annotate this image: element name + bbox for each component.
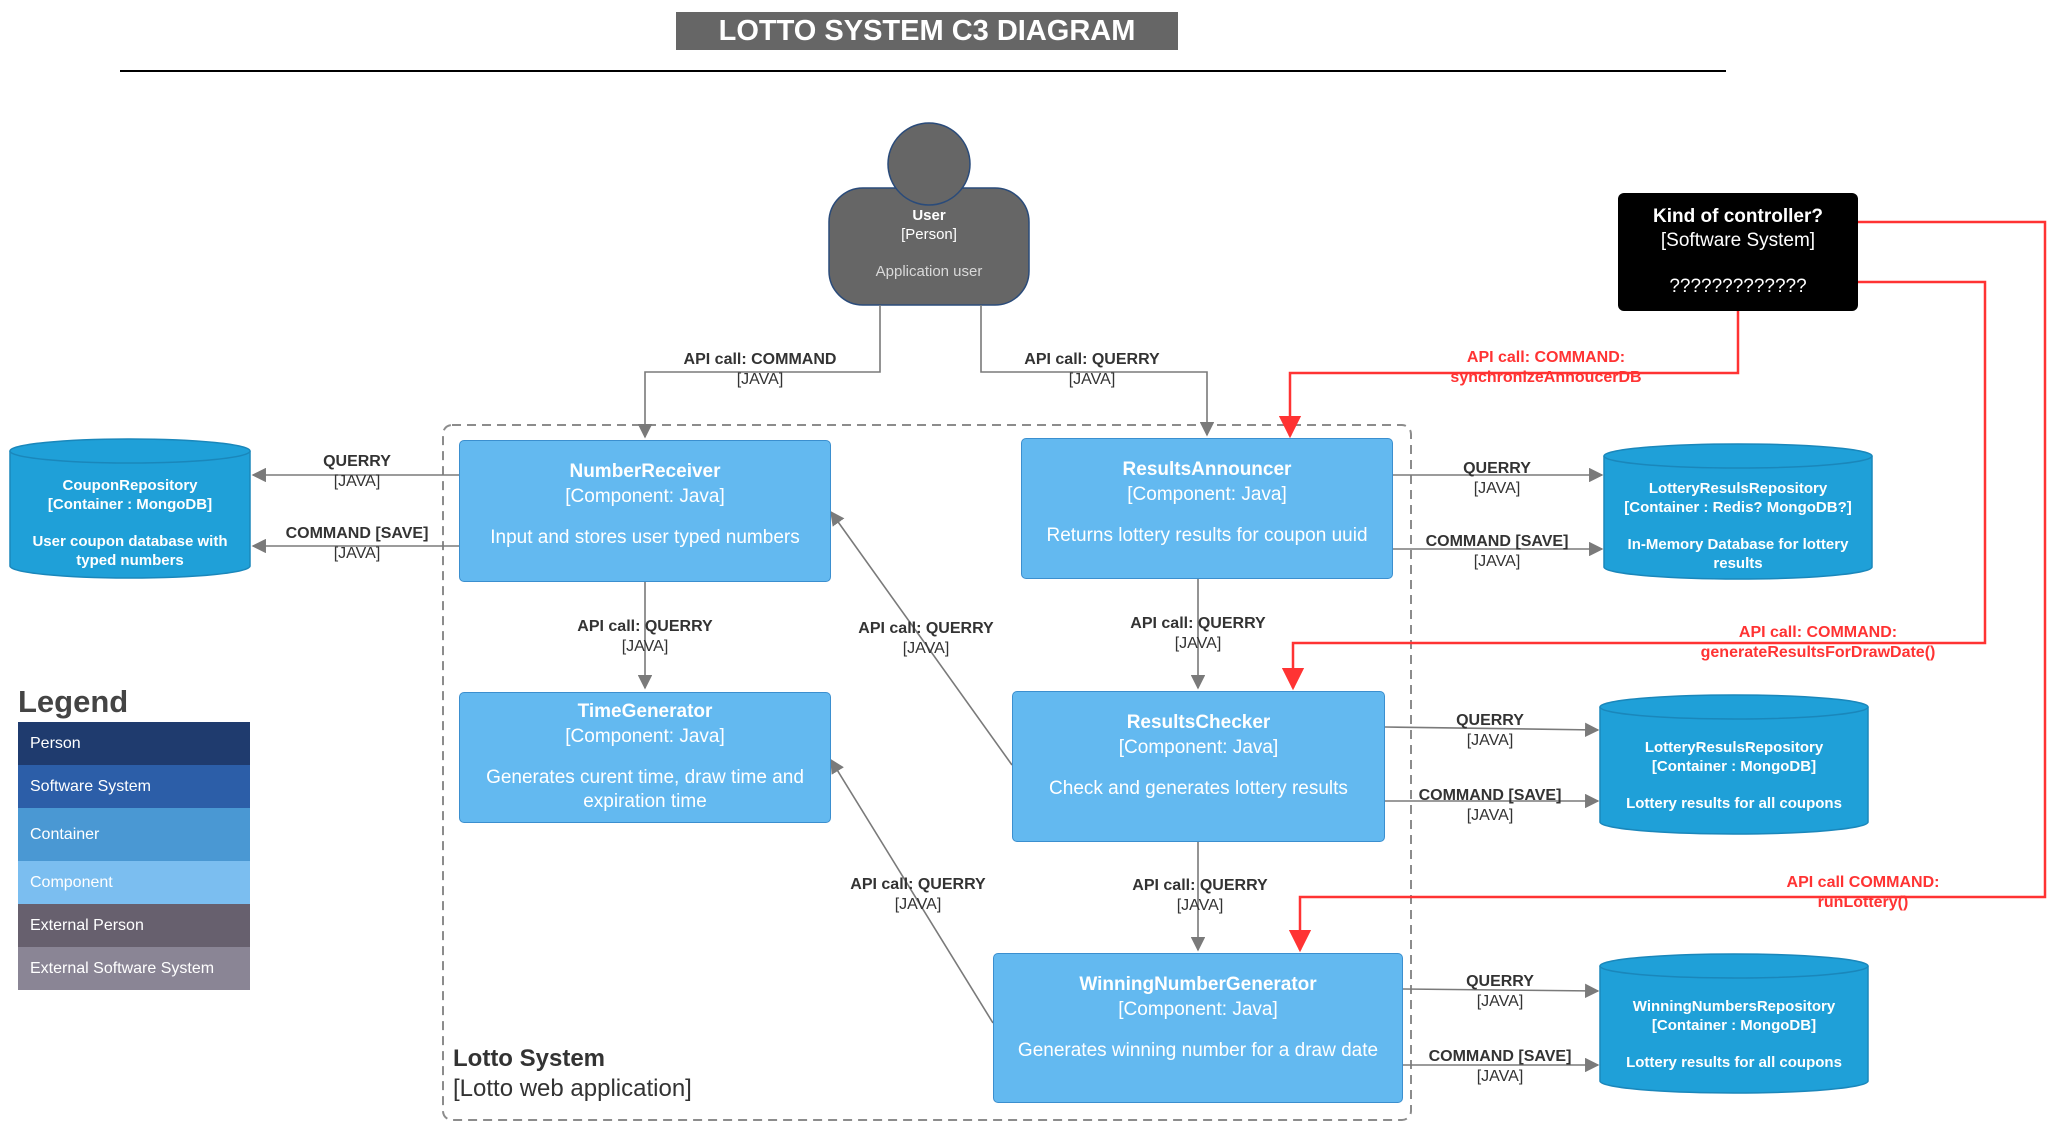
controller-type: [Software System] [1660,230,1816,251]
user-name: User [912,207,946,224]
boundary-type: [Lotto web application] [453,1075,692,1102]
results-checker-component[interactable]: ResultsChecker [Component: Java] Check a… [1012,691,1385,842]
edge-label-rc-query: QUERRY [JAVA] [1456,712,1524,749]
edge-label-ra-save: COMMAND [SAVE] [JAVA] [1425,533,1569,570]
component-description: Generates winning number for a draw date [1017,1040,1379,1061]
time-generator-component[interactable]: TimeGenerator [Component: Java] Generate… [459,692,831,823]
legend-item-software-system: Software System [18,765,250,808]
edge-label-wng-query: QUERRY [JAVA] [1466,973,1534,1010]
legend: Legend Person Software System Container … [18,684,250,990]
db-description: Lottery results for all coupons [1626,1054,1842,1071]
edge-label-rc-nr: API call: QUERRY [JAVA] [858,620,994,657]
person-head [887,122,971,206]
component-description: Input and stores user typed numbers [490,527,800,548]
component-name: NumberReceiver [569,461,721,482]
lottery-results-repository-mongo[interactable]: LotteryResulsRepository [Container : Mon… [1602,738,1866,813]
db-type: [Container : Redis? MongoDB?] [1624,499,1852,516]
legend-item-external-person: External Person [18,904,250,947]
controller-system[interactable]: Kind of controller? [Software System] ??… [1618,193,1858,311]
db-type: [Container : MongoDB] [1651,1017,1817,1034]
component-type: [Component: Java] [565,486,725,507]
edge-label-user-command: API call: COMMAND [JAVA] [683,351,837,388]
component-name: ResultsAnnouncer [1122,459,1292,480]
number-receiver-component[interactable]: NumberReceiver [Component: Java] Input a… [459,440,831,582]
edge-label-ra-query: QUERRY [JAVA] [1463,460,1531,497]
boundary-name: Lotto System [453,1045,606,1072]
component-type: [Component: Java] [1118,999,1278,1020]
controller-description: ????????????? [1669,276,1807,297]
legend-item-person: Person [18,722,250,765]
edge-label-wng-save: COMMAND [SAVE] [JAVA] [1428,1048,1572,1085]
edge-label-coupon-save: COMMAND [SAVE] [JAVA] [285,525,429,562]
db-description: User coupon database with typed numbers [32,533,228,569]
edge-label-rc-save: COMMAND [SAVE] [JAVA] [1418,787,1562,824]
results-announcer-component[interactable]: ResultsAnnouncer [Component: Java] Retur… [1021,438,1393,579]
component-type: [Component: Java] [1127,484,1287,505]
db-description: Lottery results for all coupons [1626,795,1842,812]
coupon-repository[interactable]: CouponRepository [Container : MongoDB] U… [14,476,246,570]
user-person[interactable]: User [Person] Application user [829,206,1029,281]
component-description: Generates curent time, draw time and exp… [486,767,804,812]
component-type: [Component: Java] [565,726,725,747]
db-name: CouponRepository [62,477,198,494]
component-description: Check and generates lottery results [1049,778,1348,799]
edge-label-nr-time: API call: QUERRY [JAVA] [577,618,713,655]
edge-label-ctrl-sync: API call: COMMAND: synchronizeAnnoucerDB [1450,349,1642,386]
lottery-results-repository-redis[interactable]: LotteryResulsRepository [Container : Red… [1606,479,1870,573]
db-description: In-Memory Database for lottery results [1627,536,1849,572]
edge-label-ra-rc: API call: QUERRY [JAVA] [1130,615,1266,652]
component-name: ResultsChecker [1126,712,1271,733]
legend-item-external-software-system: External Software System [18,947,250,990]
user-description: Application user [875,263,983,280]
component-name: TimeGenerator [577,701,713,722]
diagram-title: LOTTO SYSTEM C3 DIAGRAM [676,12,1178,50]
edge-label-ctrl-run: API call COMMAND: runLottery() [1786,874,1940,911]
winning-numbers-repository[interactable]: WinningNumbersRepository [Container : Mo… [1602,997,1866,1072]
legend-item-component: Component [18,861,250,904]
user-type: [Person] [901,226,957,243]
db-type: [Container : MongoDB] [47,496,213,513]
edge-label-coupon-query: QUERRY [JAVA] [323,453,391,490]
db-name: LotteryResulsRepository [1644,739,1824,756]
edge-label-user-query: API call: QUERRY [JAVA] [1024,351,1160,388]
edge-ctrl-run [1288,220,2047,953]
boundary-label: Lotto System [Lotto web application] [453,1045,692,1103]
edge-label-rc-wng: API call: QUERRY [JAVA] [1132,877,1268,914]
legend-item-container: Container [18,808,250,861]
edge-label-wng-time: API call: QUERRY [JAVA] [850,876,986,913]
db-name: WinningNumbersRepository [1632,998,1836,1015]
component-type: [Component: Java] [1118,737,1279,758]
component-description: Returns lottery results for coupon uuid [1046,525,1368,546]
component-name: WinningNumberGenerator [1079,974,1317,995]
legend-title: Legend [18,684,129,719]
winning-number-generator-component[interactable]: WinningNumberGenerator [Component: Java]… [993,953,1403,1103]
db-name: LotteryResulsRepository [1648,480,1828,497]
db-type: [Container : MongoDB] [1651,758,1817,775]
edge-label-ctrl-generate: API call: COMMAND: generateResultsForDra… [1700,624,1936,661]
controller-name: Kind of controller? [1653,206,1823,227]
